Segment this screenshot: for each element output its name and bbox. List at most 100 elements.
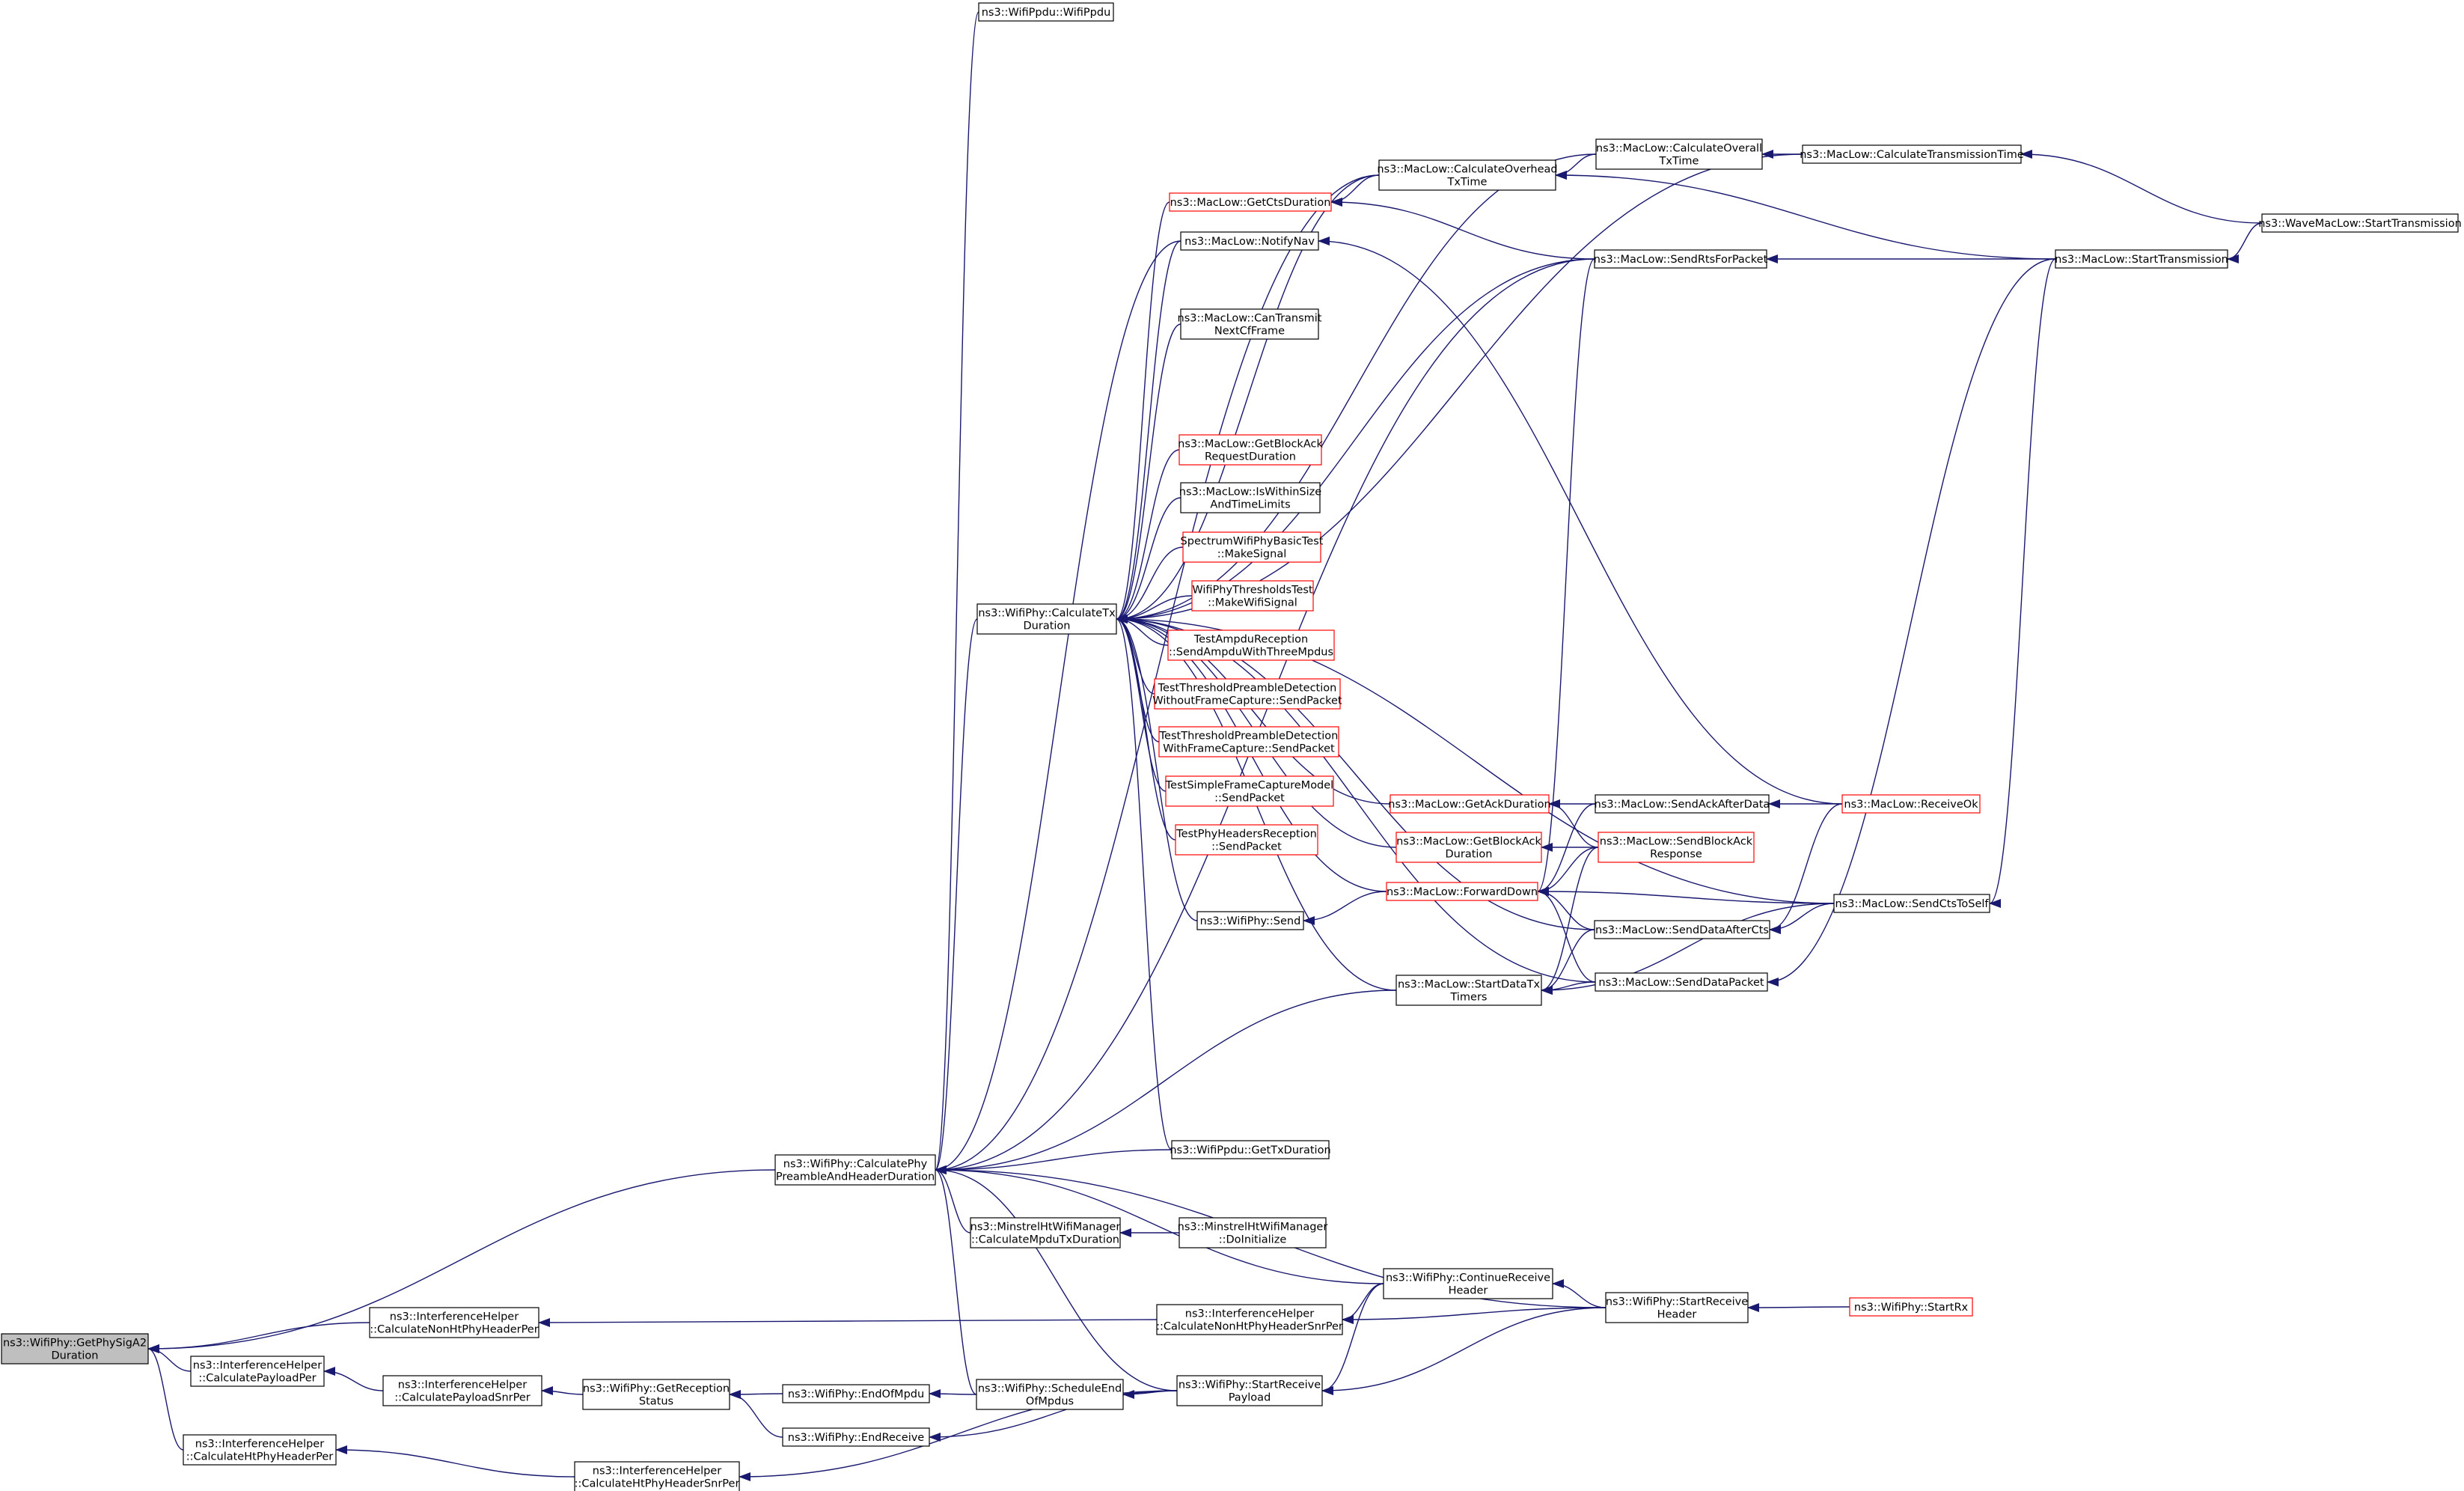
graph-node[interactable]: ns3::MinstrelHtWifiManager::CalculateMpd… bbox=[970, 1217, 1121, 1248]
call-edge bbox=[935, 1149, 1173, 1174]
call-edge bbox=[1116, 615, 1391, 805]
node-label: ::CalculateHtPhyHeaderPer bbox=[186, 1451, 334, 1463]
graph-node[interactable]: ns3::InterferenceHelper::CalculatePayloa… bbox=[190, 1356, 325, 1387]
call-edge bbox=[935, 1165, 1178, 1391]
node-label: ::CalculateHtPhyHeaderSnrPer bbox=[575, 1478, 740, 1490]
node-label: ns3::WifiPhy::GetReception bbox=[583, 1383, 730, 1395]
graph-node[interactable]: ns3::WifiPhy::CalculatePhyPreambleAndHea… bbox=[774, 1154, 936, 1186]
node-box bbox=[1191, 580, 1314, 612]
call-edge bbox=[2020, 150, 2263, 224]
graph-node[interactable]: ns3::InterferenceHelper::CalculatePayloa… bbox=[382, 1375, 542, 1406]
graph-node[interactable]: ns3::WifiPpdu::WifiPpdu bbox=[978, 2, 1114, 22]
graph-node[interactable]: WifiPhyThresholdsTest::MakeWifiSignal bbox=[1191, 580, 1314, 612]
node-box bbox=[782, 1384, 930, 1403]
graph-node[interactable]: ns3::MacLow::StartTransmission bbox=[2055, 249, 2228, 269]
node-label: ns3::MacLow::SendDataAfterCts bbox=[1595, 924, 1769, 936]
node-box bbox=[183, 1434, 337, 1466]
graph-node[interactable]: ns3::WifiPhy::StartRx bbox=[1849, 1297, 1973, 1317]
graph-node[interactable]: TestPhyHeadersReception::SendPacket bbox=[1175, 824, 1318, 856]
graph-node[interactable]: ns3::MacLow::GetCtsDuration bbox=[1169, 192, 1332, 212]
call-edge bbox=[147, 1344, 192, 1372]
node-box bbox=[1176, 1375, 1323, 1406]
graph-node[interactable]: SpectrumWifiPhyBasicTest::MakeSignal bbox=[1181, 531, 1324, 563]
node-label: TestThresholdPreambleDetection bbox=[1158, 683, 1337, 695]
node-box bbox=[1802, 144, 2022, 164]
call-edge bbox=[935, 1165, 1384, 1284]
node-box bbox=[1180, 231, 1319, 251]
graph-node[interactable]: ns3::MacLow::CalculateTransmissionTime bbox=[1800, 144, 2024, 164]
call-edge bbox=[1555, 153, 1597, 180]
graph-node[interactable]: ns3::MacLow::ForwardDown bbox=[1386, 882, 1538, 901]
call-edge bbox=[1767, 258, 2056, 987]
node-label: SpectrumWifiPhyBasicTest bbox=[1181, 536, 1324, 548]
node-label: RequestDuration bbox=[1205, 451, 1296, 463]
graph-node[interactable]: TestThresholdPreambleDetectionWithFrameC… bbox=[1158, 726, 1339, 757]
graph-node[interactable]: ns3::WifiPpdu::GetTxDuration bbox=[1170, 1140, 1331, 1159]
graph-node[interactable]: ns3::InterferenceHelper::CalculateHtPhyH… bbox=[183, 1434, 337, 1466]
node-label: ns3::MacLow::GetAckDuration bbox=[1388, 799, 1551, 811]
graph-node[interactable]: ns3::InterferenceHelper::CalculateHtPhyH… bbox=[574, 1461, 740, 1491]
graph-node[interactable]: ns3::WifiPhy::EndOfMpdu bbox=[782, 1384, 930, 1403]
node-box bbox=[2055, 249, 2228, 269]
call-edge bbox=[929, 1390, 1178, 1442]
graph-node[interactable]: ns3::MacLow::NotifyNav bbox=[1180, 231, 1319, 251]
node-label: ns3::WifiPhy::ContinueReceive bbox=[1386, 1272, 1550, 1284]
node-label: ns3::MacLow::SendCtsToSelf bbox=[1835, 898, 1989, 910]
node-box bbox=[1594, 920, 1770, 939]
node-label: ns3::MacLow::CanTransmit bbox=[1178, 313, 1322, 325]
node-label: TestAmpduReception bbox=[1193, 634, 1308, 646]
call-edge bbox=[2227, 222, 2263, 263]
call-edge bbox=[935, 258, 1595, 1174]
node-label: Status bbox=[639, 1396, 673, 1408]
graph-node[interactable]: ns3::MacLow::SendDataAfterCts bbox=[1594, 920, 1770, 939]
node-box bbox=[1595, 794, 1770, 814]
node-box bbox=[1605, 1292, 1749, 1323]
graph-node[interactable]: ns3::MacLow::ReceiveOk bbox=[1841, 794, 1981, 814]
node-label: Header bbox=[1657, 1309, 1697, 1321]
graph-node[interactable]: ns3::MacLow::SendCtsToSelf bbox=[1833, 894, 1990, 913]
call-edge bbox=[1116, 323, 1181, 623]
graph-node[interactable]: ns3::MacLow::SendRtsForPacket bbox=[1594, 249, 1768, 269]
graph-node[interactable]: ns3::InterferenceHelper::CalculateNonHtP… bbox=[369, 1307, 539, 1338]
graph-node[interactable]: ns3::WifiPhy::EndReceive bbox=[782, 1427, 930, 1447]
graph-node[interactable]: ns3::MacLow::SendDataPacket bbox=[1595, 972, 1768, 992]
graph-node[interactable]: ns3::MinstrelHtWifiManager::DoInitialize bbox=[1178, 1217, 1328, 1248]
node-box bbox=[1171, 1140, 1330, 1159]
call-edge bbox=[1116, 615, 1160, 743]
graph-node[interactable]: ns3::MacLow::SendAckAfterData bbox=[1595, 794, 1770, 814]
call-edge bbox=[323, 1367, 384, 1391]
node-label: PreambleAndHeaderDuration bbox=[776, 1171, 935, 1183]
node-box bbox=[1595, 138, 1763, 170]
graph-node[interactable]: ns3::WaveMacLow::StartTransmission bbox=[2258, 213, 2462, 233]
node-box bbox=[1378, 159, 1556, 191]
graph-node[interactable]: TestSimpleFrameCaptureModel::SendPacket bbox=[1165, 775, 1334, 807]
call-edge bbox=[1769, 803, 1843, 934]
node-box bbox=[574, 1461, 740, 1491]
graph-node[interactable]: TestAmpduReception::SendAmpduWithThreeMp… bbox=[1167, 629, 1335, 661]
node-label: ns3::WifiPhy::StartReceive bbox=[1178, 1379, 1321, 1391]
graph-node[interactable]: ns3::WifiPhy::Send bbox=[1196, 911, 1304, 930]
graph-node[interactable]: ns3::MacLow::GetAckDuration bbox=[1388, 794, 1551, 814]
call-edge bbox=[1116, 615, 1173, 1150]
graph-node[interactable]: TestThresholdPreambleDetectionWithoutFra… bbox=[1152, 678, 1342, 710]
graph-node[interactable]: ns3::InterferenceHelper::CalculateNonHtP… bbox=[1156, 1304, 1343, 1335]
node-box bbox=[1386, 882, 1538, 901]
node-label: ns3::WifiPhy::StartReceive bbox=[1606, 1296, 1748, 1308]
call-edge bbox=[147, 1322, 370, 1353]
node-label: OfMpdus bbox=[1026, 1396, 1074, 1408]
